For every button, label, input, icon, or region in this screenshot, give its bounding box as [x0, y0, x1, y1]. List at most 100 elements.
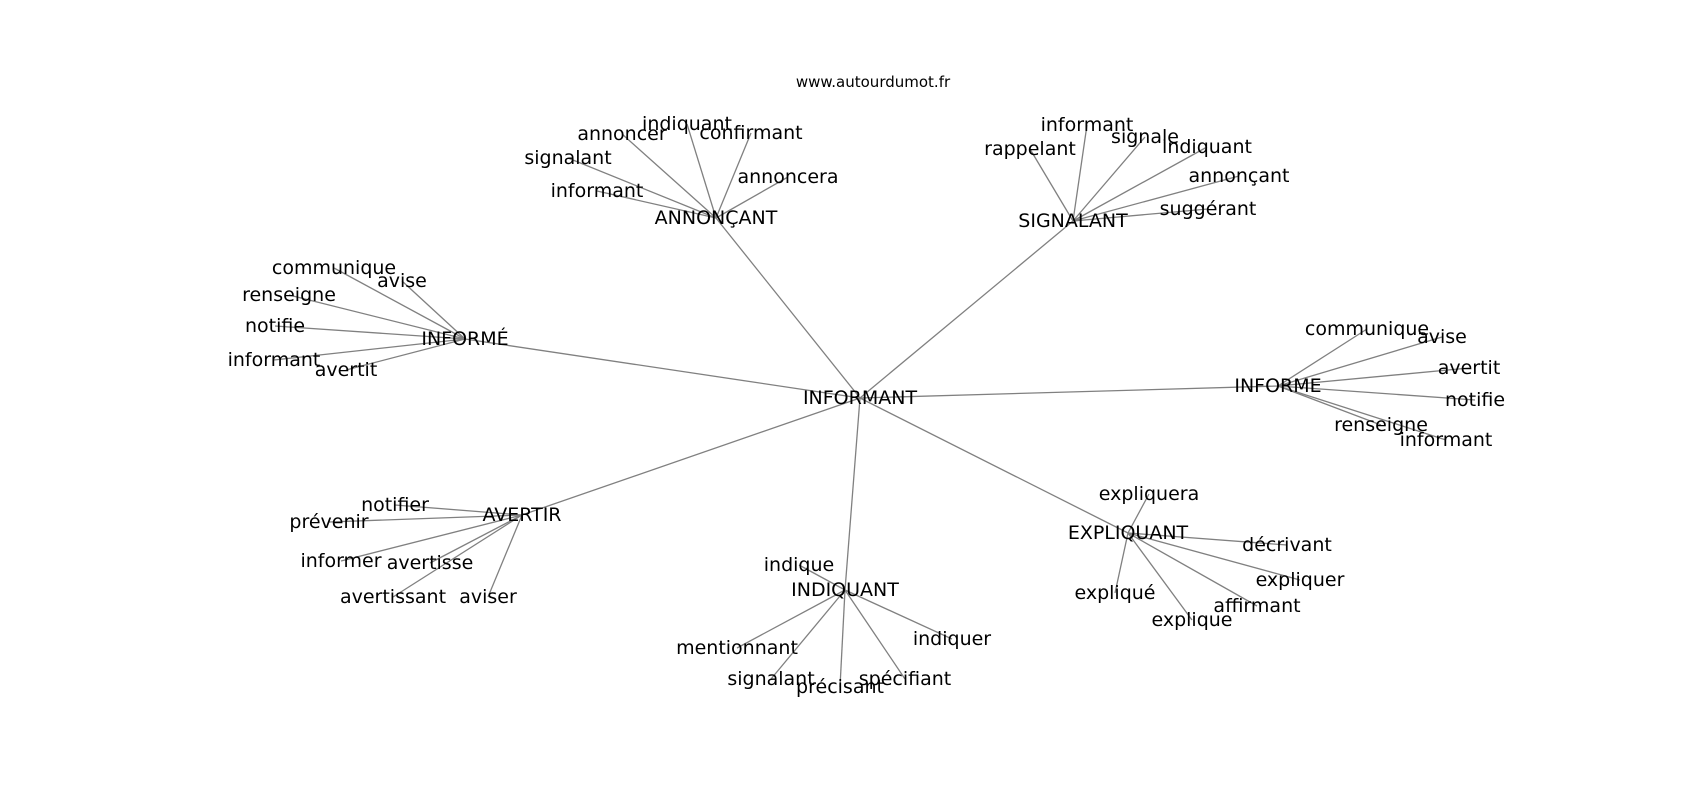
- leaf-node-label[interactable]: spécifiant: [859, 668, 951, 690]
- edge-hub-to-leaf: [345, 338, 466, 371]
- edge-hub-to-leaf: [770, 589, 846, 680]
- edge-hub-to-leaf: [394, 504, 523, 516]
- leaf-node-label[interactable]: prévenir: [289, 511, 368, 533]
- edge-hub-to-leaf: [1072, 136, 1146, 222]
- hub-node-label[interactable]: INFORME: [1234, 375, 1321, 397]
- leaf-node-label[interactable]: explique: [1151, 609, 1232, 631]
- edge-hub-to-leaf: [715, 132, 752, 219]
- leaf-node-label[interactable]: notifier: [361, 494, 429, 516]
- leaf-node-label[interactable]: indiquant: [1162, 136, 1252, 158]
- leaf-node-label[interactable]: indique: [764, 554, 834, 576]
- edge-hub-to-leaf: [333, 267, 466, 340]
- edge-hub-to-leaf: [429, 514, 523, 564]
- leaf-node-label[interactable]: indiquant: [642, 113, 732, 135]
- edge-hub-to-leaf: [839, 589, 846, 688]
- edge-center-to-hub: [715, 217, 861, 399]
- edge-hub-to-leaf: [686, 123, 717, 219]
- leaf-node-label[interactable]: informant: [1400, 429, 1493, 451]
- leaf-node-label[interactable]: signalant: [727, 668, 814, 690]
- leaf-node-label[interactable]: indiquer: [913, 628, 991, 650]
- leaf-node-label[interactable]: affirmant: [1213, 595, 1300, 617]
- leaf-node-label[interactable]: notifie: [1445, 389, 1505, 411]
- leaf-node-label[interactable]: renseigne: [1334, 414, 1428, 436]
- edge-hub-to-leaf: [1029, 148, 1074, 222]
- leaf-node-label[interactable]: communique: [272, 257, 396, 279]
- graph-edges: [273, 123, 1476, 688]
- leaf-node-label[interactable]: avise: [1417, 326, 1467, 348]
- hub-node-label[interactable]: ANNONÇANT: [655, 207, 778, 229]
- leaf-node-label[interactable]: avertisse: [387, 552, 474, 574]
- leaf-node-label[interactable]: signalant: [524, 147, 611, 169]
- edge-hub-to-leaf: [621, 133, 717, 219]
- edge-hub-to-leaf: [274, 325, 466, 340]
- leaf-node-label[interactable]: expliquer: [1256, 569, 1345, 591]
- leaf-node-label[interactable]: avertit: [1438, 357, 1501, 379]
- leaf-node-label[interactable]: annoncera: [738, 166, 839, 188]
- leaf-node-label[interactable]: avertissant: [340, 586, 446, 608]
- hub-node-label[interactable]: AVERTIR: [482, 504, 561, 526]
- edge-hub-to-leaf: [1277, 328, 1368, 387]
- leaf-node-label[interactable]: mentionnant: [676, 637, 798, 659]
- leaf-node-label[interactable]: décrivant: [1242, 534, 1332, 556]
- edge-hub-to-leaf: [1114, 532, 1129, 594]
- edge-hub-to-leaf: [1072, 208, 1209, 222]
- leaf-node-label[interactable]: informant: [1041, 114, 1134, 136]
- edge-hub-to-leaf: [392, 514, 523, 598]
- leaf-node-label[interactable]: aviser: [459, 586, 517, 608]
- leaf-node-label[interactable]: avise: [377, 270, 427, 292]
- leaf-node-label[interactable]: annonçant: [1189, 165, 1290, 187]
- leaf-node-label[interactable]: communique: [1305, 318, 1429, 340]
- edge-center-to-hub: [859, 220, 1074, 399]
- leaf-node-label[interactable]: confirmant: [699, 122, 802, 144]
- hub-node-label[interactable]: INDIQUANT: [791, 579, 899, 601]
- edge-hub-to-leaf: [487, 514, 523, 598]
- edge-hub-to-leaf: [273, 338, 466, 361]
- leaf-node-label[interactable]: signale: [1111, 126, 1179, 148]
- edge-center-to-hub: [844, 397, 861, 591]
- leaf-node-label[interactable]: informant: [228, 349, 321, 371]
- edge-hub-to-leaf: [1127, 532, 1193, 621]
- edge-center-to-hub: [859, 397, 1129, 534]
- edge-hub-to-leaf: [736, 589, 846, 649]
- edge-center-to-hub: [464, 338, 861, 399]
- leaf-node-label[interactable]: avertit: [315, 359, 378, 381]
- hub-node-label[interactable]: SIGNALANT: [1018, 210, 1128, 232]
- watermark-text[interactable]: www.autourdumot.fr: [796, 73, 951, 91]
- edge-hub-to-leaf: [1127, 532, 1288, 546]
- leaf-node-label[interactable]: annoncer: [577, 123, 667, 145]
- leaf-node-label[interactable]: informant: [551, 180, 644, 202]
- leaf-node-label[interactable]: rappelant: [984, 138, 1076, 160]
- edge-hub-to-leaf: [844, 589, 953, 640]
- leaf-node-label[interactable]: suggérant: [1160, 198, 1257, 220]
- hub-node-label[interactable]: INFORMÉ: [421, 327, 508, 350]
- edge-center-to-hub: [859, 385, 1279, 399]
- edge-hub-to-leaf: [567, 157, 717, 219]
- edge-hub-to-leaf: [1127, 532, 1258, 607]
- edge-hub-to-leaf: [1072, 124, 1088, 222]
- edge-hub-to-leaf: [328, 514, 523, 523]
- edge-hub-to-leaf: [1277, 367, 1470, 387]
- edge-hub-to-leaf: [596, 190, 717, 219]
- leaf-node-label[interactable]: renseigne: [242, 284, 336, 306]
- edge-hub-to-leaf: [288, 294, 466, 340]
- edge-hub-to-leaf: [1277, 385, 1476, 401]
- leaf-node-label[interactable]: expliquera: [1099, 483, 1199, 505]
- edge-hub-to-leaf: [1277, 385, 1382, 426]
- edge-hub-to-leaf: [1127, 532, 1301, 581]
- edge-hub-to-leaf: [798, 564, 846, 591]
- center-node-label[interactable]: INFORMANT: [803, 387, 918, 409]
- edge-center-to-hub: [521, 397, 861, 516]
- edge-hub-to-leaf: [1127, 493, 1150, 534]
- leaf-node-label[interactable]: expliqué: [1074, 582, 1155, 604]
- leaf-node-label[interactable]: notifie: [245, 315, 305, 337]
- leaf-node-label[interactable]: informer: [300, 550, 381, 572]
- edge-hub-to-leaf: [1277, 336, 1443, 387]
- leaf-node-label[interactable]: précisant: [796, 676, 884, 698]
- hub-node-label[interactable]: EXPLIQUANT: [1068, 522, 1189, 544]
- edge-hub-to-leaf: [844, 589, 906, 680]
- edge-hub-to-leaf: [1277, 385, 1447, 441]
- edge-hub-to-leaf: [340, 514, 523, 562]
- edge-hub-to-leaf: [1072, 146, 1208, 222]
